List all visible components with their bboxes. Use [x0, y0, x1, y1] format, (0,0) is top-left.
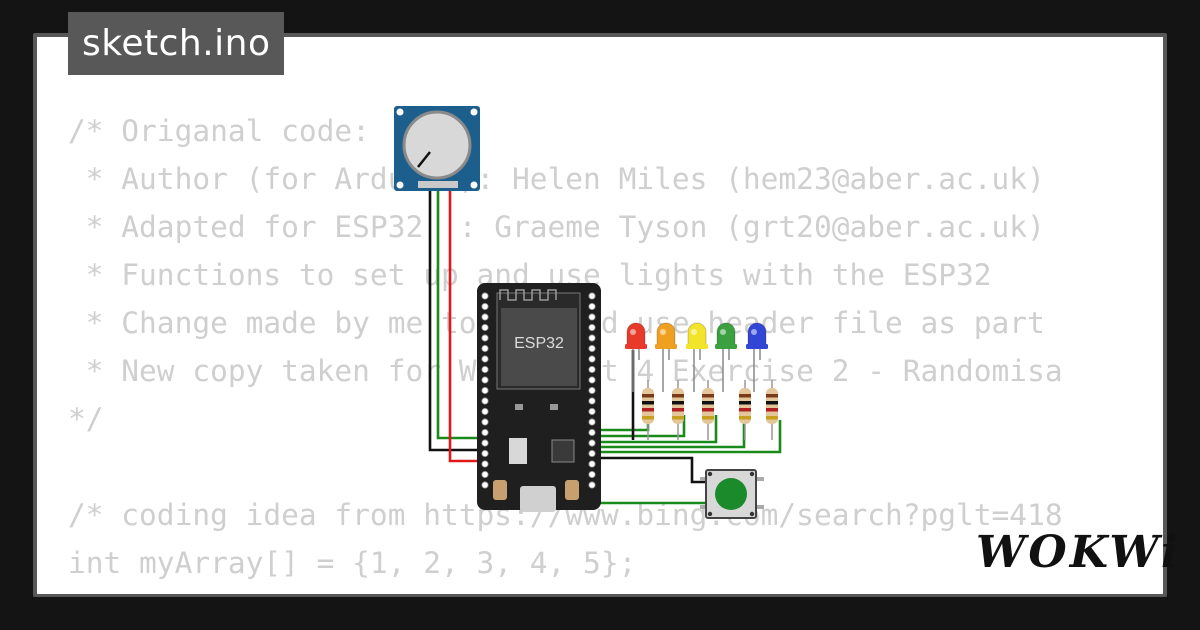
- header-pin: [481, 292, 489, 300]
- resistor[interactable]: [766, 380, 778, 440]
- header-pin: [481, 313, 489, 321]
- header-pin: [481, 470, 489, 479]
- header-pin: [481, 460, 489, 468]
- led-2[interactable]: [655, 322, 677, 392]
- header-pin: [481, 397, 489, 405]
- code-line: * Adapted for ESP32 : Graeme Tyson (grt2…: [68, 210, 1045, 244]
- wire-green-led2: [594, 415, 686, 438]
- button-cap-icon: [715, 478, 747, 510]
- potentiometer[interactable]: [394, 106, 480, 191]
- header-pin: [588, 439, 596, 447]
- brand-logo: WOKWi: [976, 527, 1181, 578]
- wire-green-led5: [594, 420, 782, 454]
- wire-black-button: [594, 456, 708, 484]
- code-line: int myArray[] = {1, 2, 3, 4, 5};: [68, 546, 637, 580]
- header-pin: [588, 376, 596, 384]
- resistor[interactable]: [739, 380, 751, 440]
- header-pin: [481, 439, 489, 447]
- esp32-board[interactable]: ESP32: [477, 283, 601, 512]
- header-pin: [481, 481, 489, 489]
- wire-green-led3: [594, 415, 718, 444]
- led-3[interactable]: [686, 322, 708, 392]
- led-1[interactable]: [625, 322, 647, 392]
- pin-header-left: [481, 292, 489, 489]
- header-pin: [588, 386, 596, 395]
- header-pin: [481, 355, 489, 363]
- pushbutton[interactable]: [700, 469, 764, 519]
- wire-green-pot-signal: [436, 180, 488, 440]
- header-pin: [588, 397, 596, 405]
- code-line: /* Origanal code:: [68, 114, 370, 148]
- header-pin: [481, 302, 489, 311]
- header-pin: [481, 344, 489, 353]
- code-line: */: [68, 402, 104, 436]
- header-pin: [481, 376, 489, 384]
- resistor[interactable]: [642, 380, 654, 440]
- header-pin: [481, 323, 489, 332]
- header-pin: [588, 334, 596, 342]
- header-pin: [481, 418, 489, 426]
- header-pin: [588, 460, 596, 468]
- header-pin: [588, 323, 596, 332]
- file-tab[interactable]: sketch.ino: [68, 12, 285, 75]
- led-5[interactable]: [746, 322, 768, 392]
- wire-black-pot-gnd: [428, 180, 488, 452]
- header-pin: [588, 418, 596, 426]
- header-pin: [588, 302, 596, 311]
- header-pin: [481, 386, 489, 395]
- pin-header-right: [588, 292, 596, 489]
- led-4[interactable]: [715, 322, 737, 392]
- header-pin: [481, 407, 489, 416]
- code-line: * Change made by me to set and use heade…: [85, 306, 1045, 340]
- header-pin: [588, 344, 596, 353]
- resistor[interactable]: [672, 380, 684, 440]
- header-pin: [481, 428, 489, 437]
- header-pin: [588, 292, 596, 300]
- board-label: ESP32: [514, 335, 564, 352]
- header-pin: [588, 428, 596, 437]
- header-pin: [588, 481, 596, 489]
- resistor[interactable]: [702, 380, 714, 440]
- wire-green-led1: [594, 415, 650, 432]
- resistor-row: [642, 380, 778, 440]
- header-pin: [481, 449, 489, 458]
- header-pin: [588, 355, 596, 363]
- header-pin: [481, 334, 489, 342]
- header-pin: [588, 470, 596, 479]
- header-pin: [481, 365, 489, 374]
- knob-pointer-icon: [417, 151, 431, 168]
- led-row: [625, 322, 768, 392]
- wire-green-led4: [594, 415, 746, 449]
- header-pin: [588, 313, 596, 321]
- header-pin: [588, 449, 596, 458]
- header-pin: [588, 365, 596, 374]
- header-pin: [588, 407, 596, 416]
